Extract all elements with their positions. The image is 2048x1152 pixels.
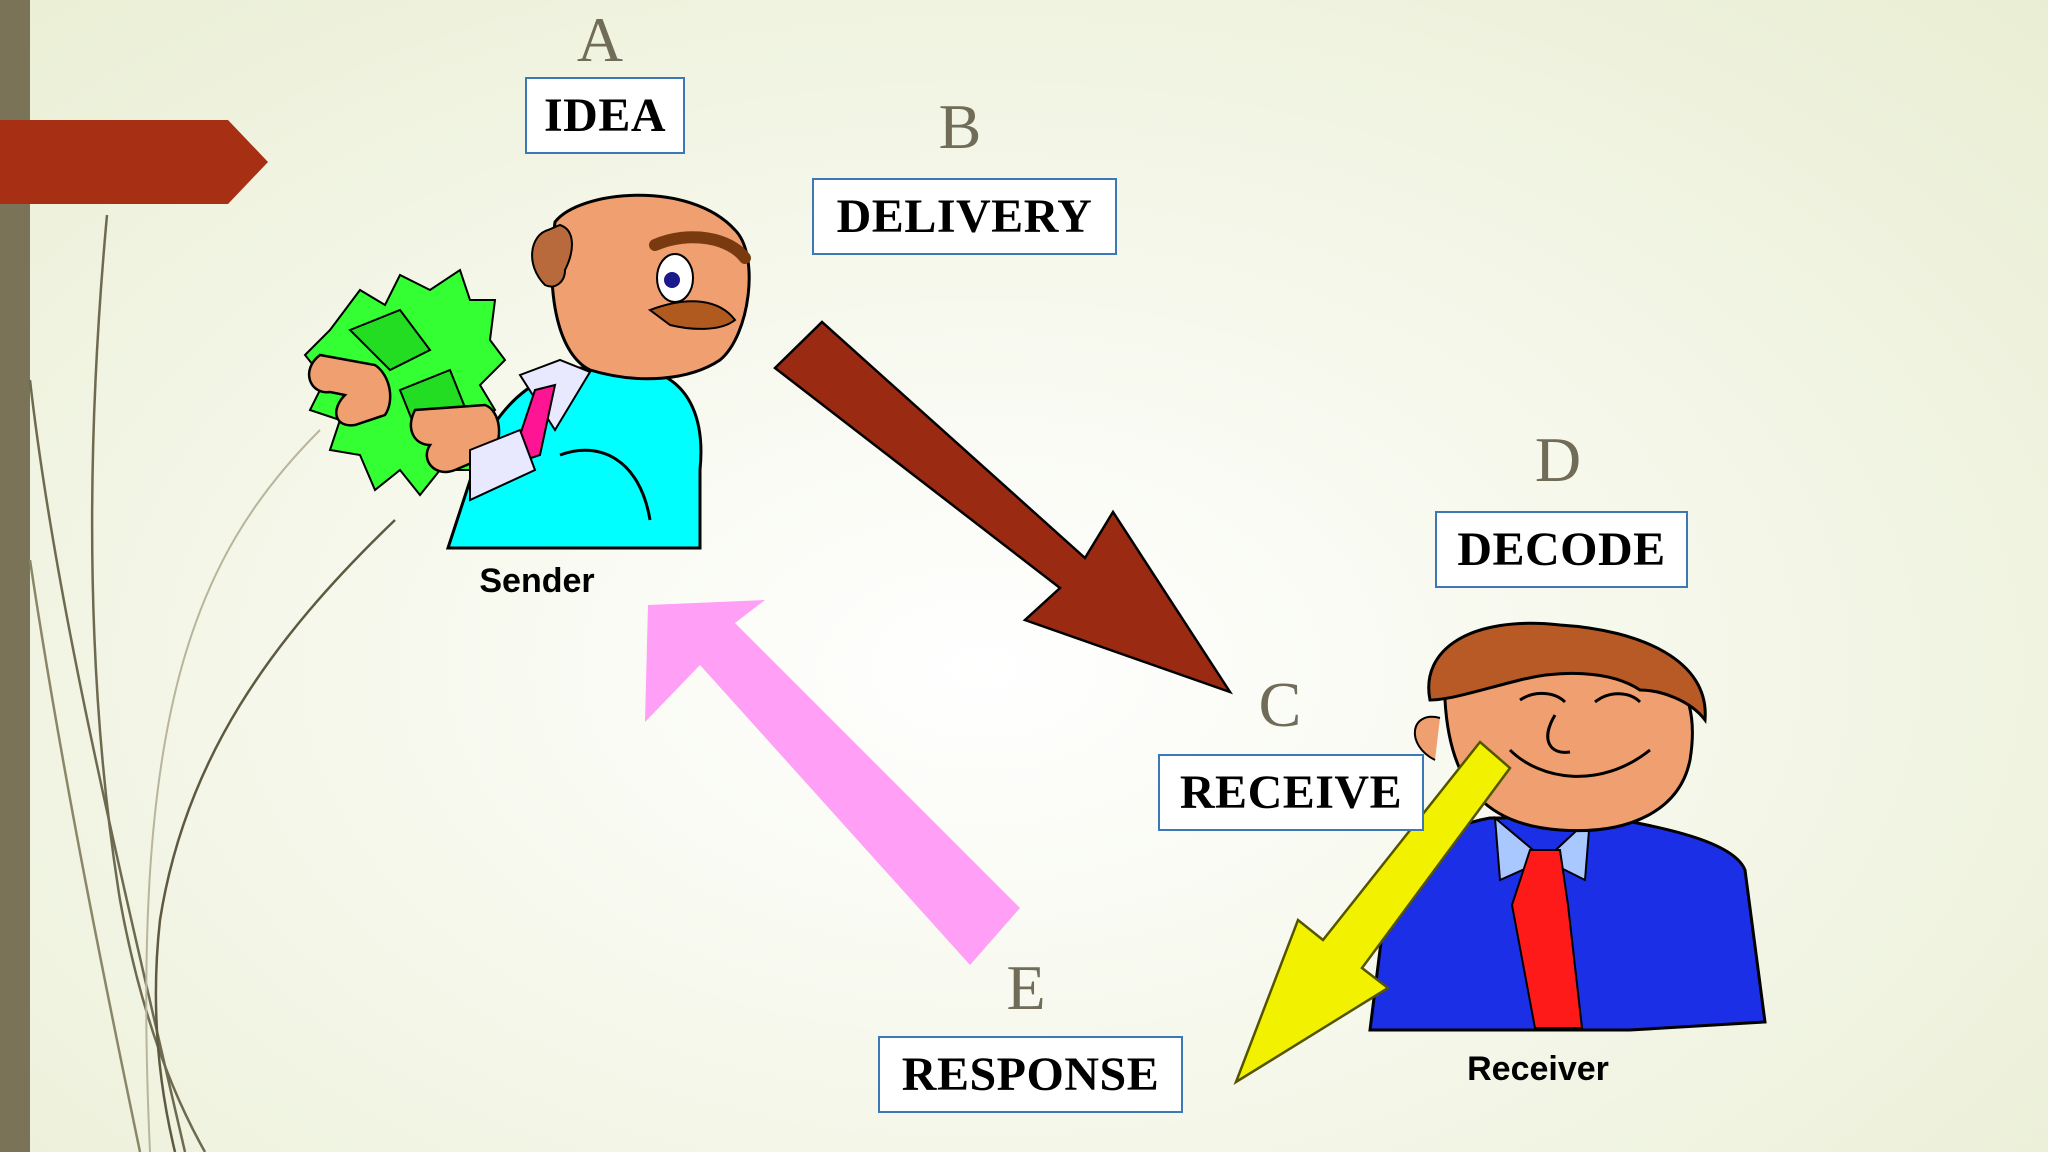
sender-left-hand [308,353,392,427]
stage-letter-a: A [576,4,624,75]
stage-label-delivery: DELIVERY [812,178,1117,255]
stage-letter-c: C [1258,669,1302,740]
banner-arrow [0,120,268,204]
stage-label-response: RESPONSE [878,1036,1183,1113]
stage-letter-b: B [938,91,982,162]
receiver-label: Receiver [1467,1050,1609,1088]
stage-label-receive: RECEIVE [1158,754,1424,831]
delivery-arrow [773,320,1234,695]
receiver-tie [1510,849,1584,1029]
sender-label: Sender [479,562,595,600]
decorative-curves [28,214,396,1152]
receiver-hair [1427,621,1707,725]
stage-letter-e: E [1006,952,1046,1023]
decode-arrow [1233,740,1512,1086]
response-arrow [645,600,1020,965]
sender-hair [531,223,573,288]
stage-letter-d: D [1534,424,1582,495]
stage-label-idea: IDEA [525,77,685,154]
stage-label-decode: DECODE [1435,511,1688,588]
